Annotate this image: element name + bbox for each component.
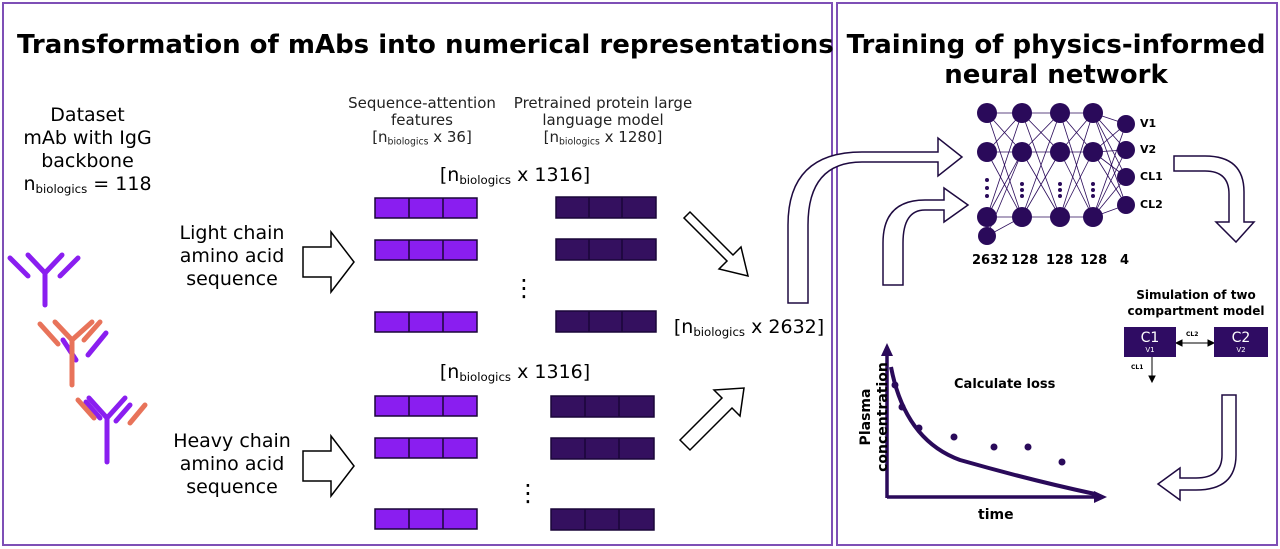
antibody-icon xyxy=(7,252,148,465)
neural-network-icon xyxy=(977,103,1135,245)
dim-1316-bottom: [nbiologics x 1316] xyxy=(425,361,605,389)
dataset-label: Dataset mAb with IgG backbone nbiologics… xyxy=(0,104,175,201)
arrow-diag-down-icon xyxy=(682,210,750,278)
dim-1316-top-sub: biologics xyxy=(459,172,512,187)
compartment-c1-sub: V1 xyxy=(1145,346,1155,354)
compartment-c2-label: C2 xyxy=(1231,330,1251,346)
light-chain-line1: Light chain xyxy=(179,222,285,244)
arrow-curve-secondary-icon xyxy=(882,186,970,286)
light-chain-label: Light chain amino acid sequence xyxy=(170,222,294,291)
seq-attention-line1: Sequence-attention xyxy=(348,94,496,112)
cl2-label: CL2 xyxy=(1186,331,1199,338)
output-v2: V2 xyxy=(1140,143,1157,156)
layer-size-4: 4 xyxy=(1120,253,1130,268)
seq-attention-dim-tail: x 36] xyxy=(428,128,472,146)
x-axis-label: time xyxy=(978,507,1014,523)
simulation-line1: Simulation of two xyxy=(1136,288,1256,302)
ellipsis-top: ⋮ xyxy=(512,274,536,302)
dataset-line1: Dataset xyxy=(50,104,125,126)
feature-bars xyxy=(374,196,657,531)
dataset-n-sub: biologics xyxy=(35,181,88,196)
dataset-n-value: = 118 xyxy=(87,173,152,195)
plm-dim-open: [n xyxy=(543,128,559,146)
dim-1316-bottom-sub: biologics xyxy=(459,369,512,384)
left-panel-title: Transformation of mAbs into numerical re… xyxy=(17,30,834,60)
dataset-count: nbiologics = 118 xyxy=(0,173,175,201)
compartment-connectors xyxy=(1148,339,1216,384)
arrow-curve-main-icon xyxy=(787,136,964,304)
right-title-line1: Training of physics-informed xyxy=(846,30,1266,60)
compartment-c2-sub: V2 xyxy=(1236,346,1246,354)
layer-size-2: 128 xyxy=(1046,253,1074,268)
y-axis-line2: concentration xyxy=(875,362,891,472)
output-cl2: CL2 xyxy=(1140,198,1163,211)
sequence-attention-label: Sequence-attention features [nbiologics … xyxy=(342,95,502,150)
output-v1: V1 xyxy=(1140,117,1157,130)
plm-dim: [nbiologics x 1280] xyxy=(510,129,696,150)
y-axis-label: Plasma concentration xyxy=(858,347,892,487)
heavy-chain-label: Heavy chain amino acid sequence xyxy=(168,430,296,499)
compartment-c1-label: C1 xyxy=(1140,330,1160,346)
output-cl1: CL1 xyxy=(1140,170,1163,183)
plm-dim-tail: x 1280] xyxy=(599,128,663,146)
dataset-line3: backbone xyxy=(41,150,134,172)
right-panel-title: Training of physics-informed neural netw… xyxy=(836,30,1276,90)
seq-attention-dim-open: [n xyxy=(372,128,388,146)
dim-1316-top-tail: x 1316] xyxy=(511,164,591,186)
heavy-chain-line3: sequence xyxy=(186,476,278,498)
arrow-heavy-icon xyxy=(302,433,355,499)
plm-label: Pretrained protein large language model … xyxy=(510,95,696,150)
seq-attention-dim-sub: biologics xyxy=(387,136,429,148)
layer-size-3: 128 xyxy=(1080,253,1108,268)
light-chain-line3: sequence xyxy=(186,268,278,290)
concentration-plot xyxy=(881,343,1107,503)
layer-size-0: 2632 xyxy=(972,253,1009,268)
dim-2632: [nbiologics x 2632] xyxy=(668,316,830,344)
dim-1316-top: [nbiologics x 1316] xyxy=(425,164,605,192)
arrow-diag-up-icon xyxy=(678,387,745,452)
compartment-c2: C2 V2 xyxy=(1214,327,1268,357)
ellipsis-bottom: ⋮ xyxy=(516,479,540,507)
compartment-c1: C1 V1 xyxy=(1124,327,1176,357)
dim-1316-bottom-open: [n xyxy=(439,361,460,383)
arrow-light-icon xyxy=(302,229,355,295)
dim-2632-open: [n xyxy=(673,316,694,338)
dim-2632-sub: biologics xyxy=(693,324,746,339)
y-axis-line1: Plasma xyxy=(858,388,874,446)
plm-line1: Pretrained protein large xyxy=(513,94,693,112)
cl1-label: CL1 xyxy=(1131,364,1144,371)
heavy-chain-line1: Heavy chain xyxy=(173,430,291,452)
seq-attention-line2: features xyxy=(391,111,453,129)
dim-1316-top-open: [n xyxy=(439,164,460,186)
heavy-chain-line2: amino acid xyxy=(179,453,285,475)
right-title-line2: neural network xyxy=(944,60,1168,90)
plm-line2: language model xyxy=(542,111,664,129)
light-chain-line2: amino acid xyxy=(179,245,285,267)
dim-1316-bottom-tail: x 1316] xyxy=(511,361,591,383)
dim-2632-tail: x 2632] xyxy=(745,316,825,338)
dataset-line2: mAb with IgG xyxy=(23,127,152,149)
simulation-line2: compartment model xyxy=(1127,304,1265,318)
right-panel xyxy=(836,2,1278,546)
calculate-loss-label: Calculate loss xyxy=(954,377,1056,392)
dataset-n: n xyxy=(23,173,36,195)
left-panel xyxy=(2,2,833,546)
simulation-label: Simulation of two compartment model xyxy=(1118,287,1274,319)
plm-dim-sub: biologics xyxy=(559,136,600,148)
seq-attention-dim: [nbiologics x 36] xyxy=(342,129,502,150)
arrow-curve-down-icon xyxy=(1173,155,1256,244)
layer-size-1: 128 xyxy=(1011,253,1039,268)
arrow-curve-back-icon xyxy=(1156,394,1237,502)
